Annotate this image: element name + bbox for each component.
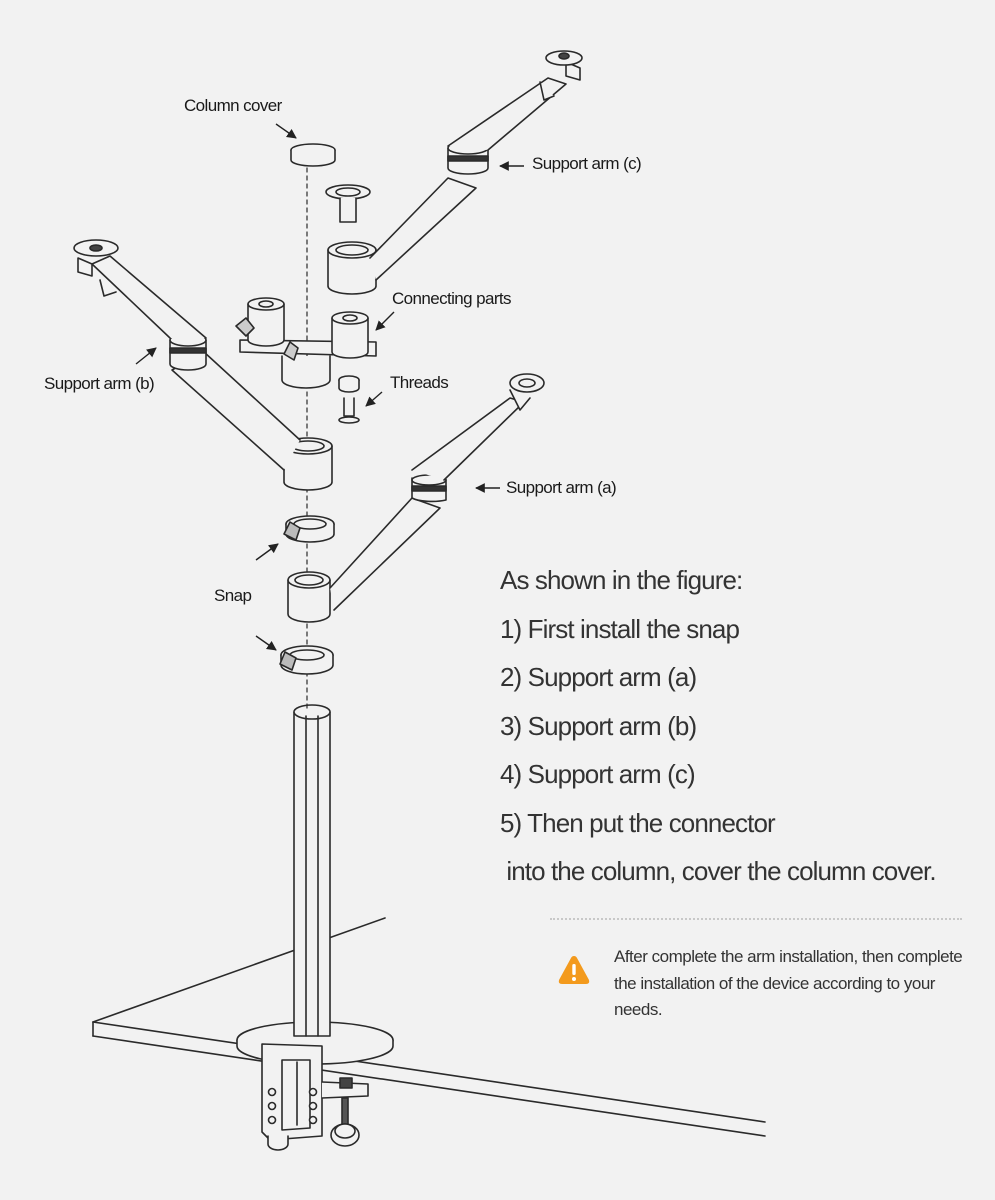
hub-arm-a (287, 571, 331, 623)
instruction-steps: As shown in the figure: 1) First install… (500, 560, 980, 900)
support-arm-c (369, 50, 583, 281)
column-cover (290, 143, 336, 167)
instruction-step-5b: into the column, cover the column cover. (500, 856, 936, 886)
label-connecting-parts: Connecting parts (392, 289, 512, 308)
label-threads: Threads (390, 373, 449, 392)
instruction-step-5a: 5) Then put the connector (500, 807, 776, 838)
upper-snap (283, 515, 335, 543)
hub-arm-c (327, 241, 377, 295)
label-support-arm-c: Support arm (c) (532, 154, 642, 173)
support-arm-b (73, 239, 301, 471)
callout-arrows (135, 123, 524, 651)
desk-clamp (261, 1043, 369, 1151)
lower-snap (279, 645, 334, 675)
label-support-arm-a: Support arm (a) (506, 478, 617, 497)
desk-surface (92, 917, 766, 1137)
instruction-step-3: 3) Support arm (b) (500, 710, 697, 741)
column (293, 704, 331, 1037)
hub-arm-b (283, 437, 333, 491)
connector-block (235, 297, 377, 389)
warning-icon (558, 956, 590, 984)
label-column-cover: Column cover (184, 96, 282, 115)
instruction-step-2: 2) Support arm (a) (500, 662, 697, 692)
instruction-step-4: 4) Support arm (c) (500, 759, 696, 789)
installation-note: After complete the arm installation, the… (614, 947, 963, 1019)
label-support-arm-b: Support arm (b) (44, 374, 155, 393)
instruction-step-1: 1) First install the snap (500, 613, 740, 644)
thread-screw (338, 375, 360, 424)
dotted-divider (550, 918, 962, 920)
instruction-heading: As shown in the figure: (500, 565, 743, 595)
support-arm-a (329, 373, 545, 611)
connecting-part-top (325, 184, 371, 223)
label-snap: Snap (214, 586, 252, 605)
